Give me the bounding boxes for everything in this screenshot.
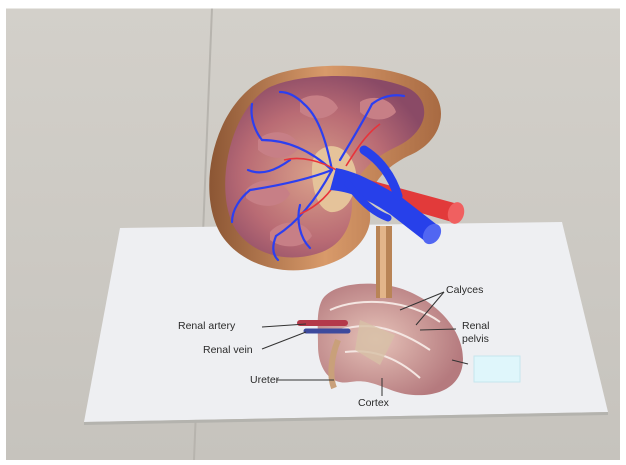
label-renal-artery: Renal artery — [178, 321, 235, 332]
label-renal-pelvis-line1: Renal — [462, 321, 489, 332]
label-renal-vein: Renal vein — [203, 345, 253, 356]
label-ureter: Ureter — [250, 375, 279, 386]
label-cortex: Cortex — [358, 398, 389, 409]
label-calyces: Calyces — [446, 285, 483, 296]
ar-marker-icon[interactable] — [474, 356, 520, 382]
label-renal-pelvis-line2: pelvis — [462, 334, 489, 345]
